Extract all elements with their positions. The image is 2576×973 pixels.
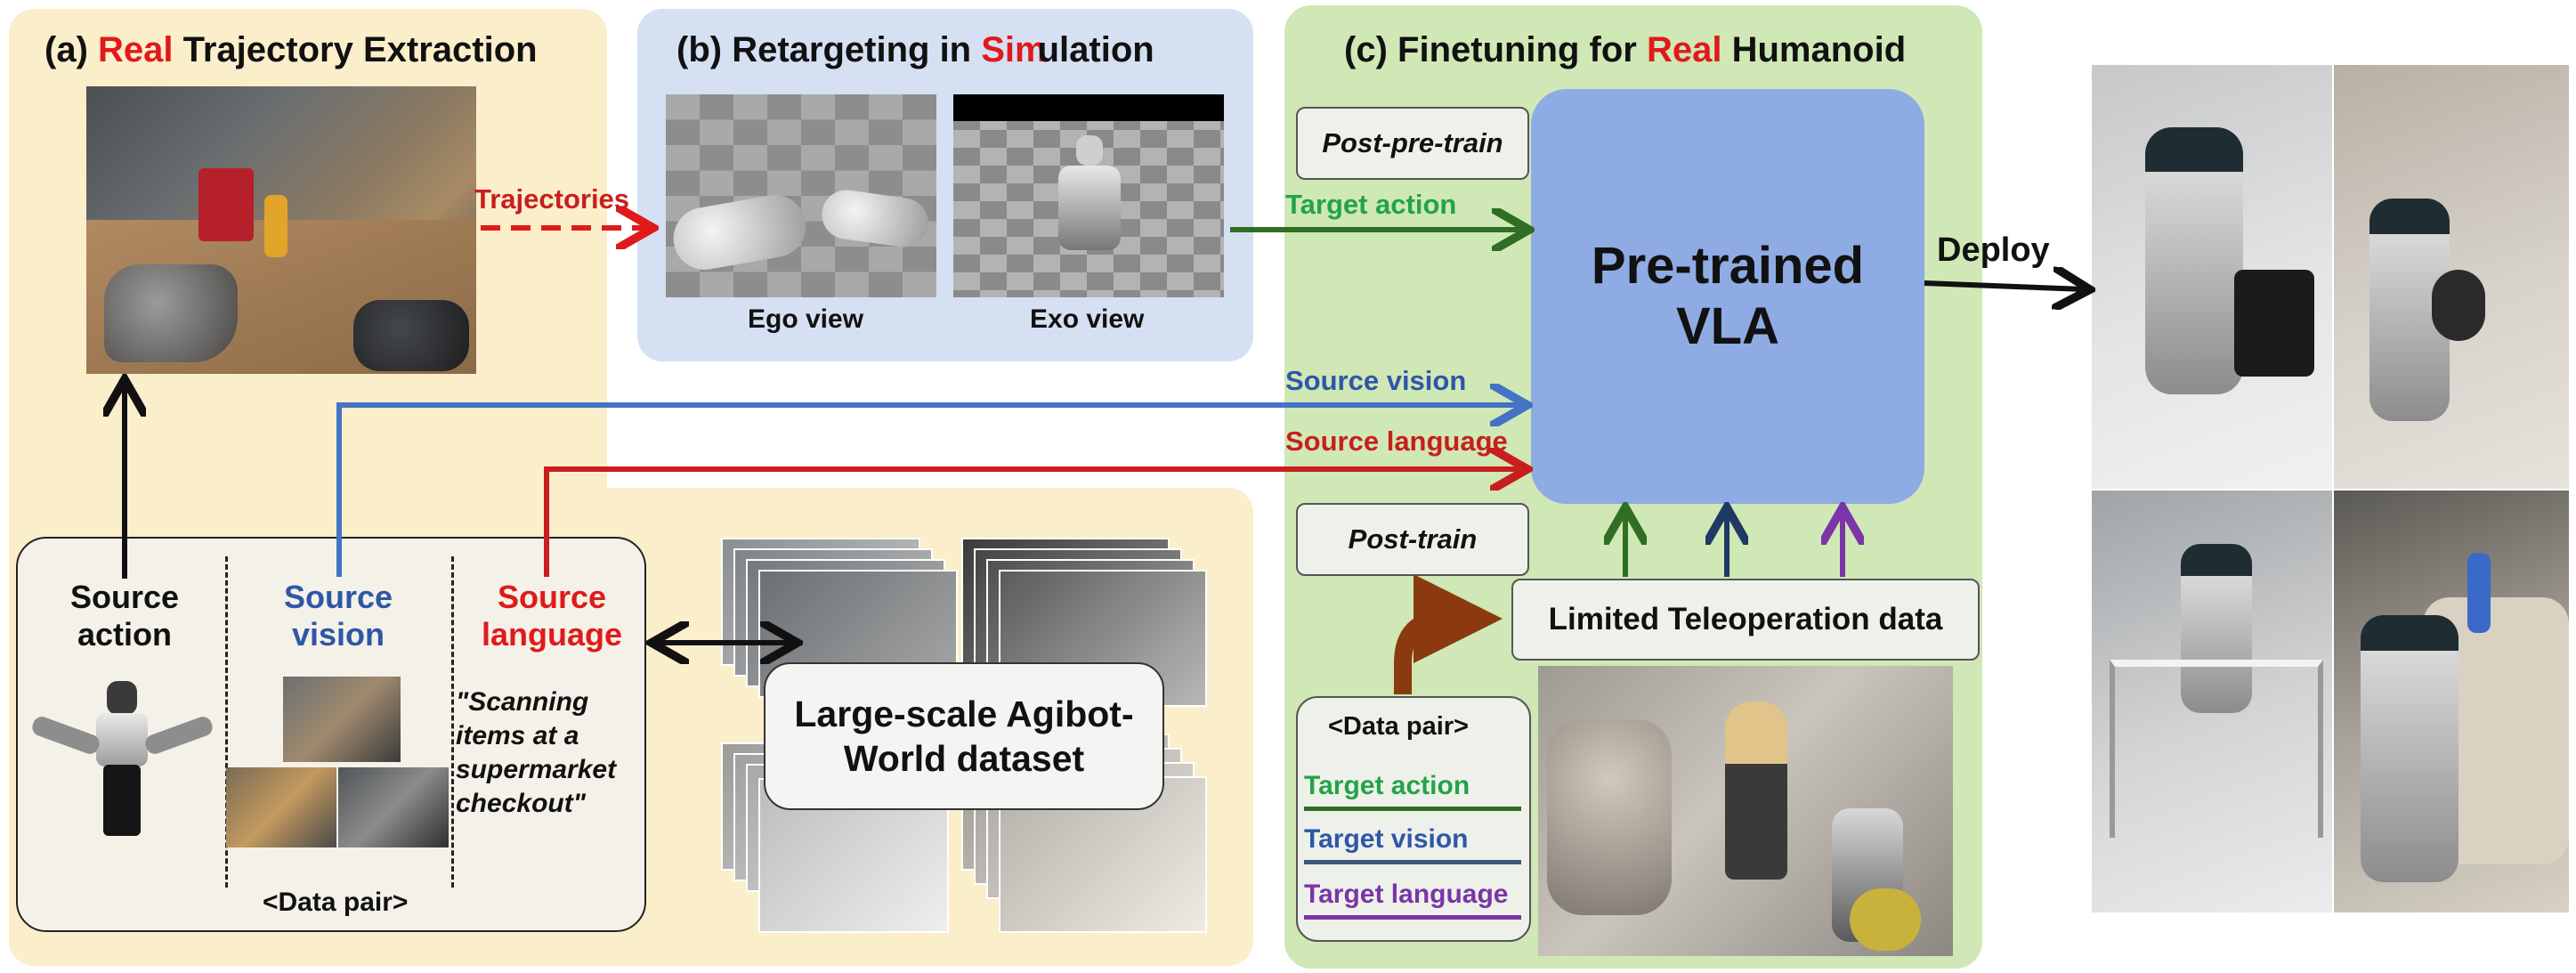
yellow-bottle — [264, 195, 288, 257]
robot-torso — [96, 713, 148, 766]
data-pair-divider-2 — [451, 556, 454, 888]
panel-a-title-highlight: Real — [98, 30, 174, 69]
target-action-arrow-label: Target action — [1285, 189, 1457, 220]
deploy-photo-bottom-right — [2334, 491, 2569, 912]
deploy-humanoid-4 — [2361, 615, 2459, 882]
panel-a-title-rest: Trajectory Extraction — [182, 30, 538, 69]
legend-target-language-line — [1304, 915, 1521, 920]
arrow-deploy — [1924, 283, 2085, 289]
source-vision-thumbnail-mid — [338, 767, 449, 847]
blue-object — [2467, 553, 2491, 633]
source-data-pair-label: <Data pair> — [263, 888, 409, 917]
legend-target-vision-line — [1304, 860, 1521, 864]
vla-title-line1: Pre-trained — [1591, 237, 1865, 295]
exo-view-label: Exo view — [1030, 304, 1145, 334]
robot-head — [107, 681, 137, 715]
panel-b-title: (b) Retargeting in Simulation — [676, 30, 1154, 70]
language-quote: "Scanning items at a supermarket checkou… — [456, 687, 617, 818]
panel-a-label: (a) — [45, 30, 88, 69]
source-vision-thumbnail-left — [226, 767, 336, 847]
plush-toy-2 — [2432, 270, 2485, 341]
source-vision-thumbnail-top — [283, 677, 401, 762]
deploy-humanoid-1 — [2145, 127, 2243, 394]
panel-b-label: (b) — [676, 30, 723, 69]
source-action-robot-illustration — [27, 681, 215, 841]
deploy-photo-top-left — [2092, 65, 2332, 489]
arrow-source-language — [544, 469, 1522, 577]
deploy-label: Deploy — [1937, 231, 2050, 269]
panel-c-label: (c) — [1344, 30, 1388, 69]
panel-c-title: (c) Finetuning for Real Humanoid — [1344, 30, 1906, 70]
vla-title-line2: VLA — [1676, 297, 1779, 355]
legend-target-action-line — [1304, 807, 1521, 811]
arrow-data-pair-to-teleop — [1394, 574, 1503, 694]
post-pre-train-box: Post-pre-train — [1296, 107, 1529, 180]
target-data-pair-label: <Data pair> — [1328, 712, 1469, 741]
robot-hand-left — [104, 264, 238, 362]
ego-view-label: Ego view — [748, 304, 864, 334]
deploy-photo-bottom-left — [2092, 491, 2332, 912]
source-vision-arrow-label: Source vision — [1285, 365, 1467, 396]
panel-a-title: (a) Real Trajectory Extraction — [45, 30, 538, 70]
teleoperation-data-label: Limited Teleoperation data — [1548, 602, 1943, 637]
post-train-box: Post-train — [1296, 503, 1529, 576]
legend-target-action: Target action — [1304, 771, 1470, 800]
trajectories-label: Trajectories — [474, 183, 630, 215]
arrow-source-vision — [336, 405, 1522, 577]
bystanders-blur — [1547, 719, 1672, 915]
robot-base — [103, 765, 141, 836]
source-language-arrow-label: Source language — [1285, 426, 1508, 457]
panel-b-title-highlight: Sim — [981, 30, 1047, 69]
teleoperation-data-box: Limited Teleoperation data — [1511, 579, 1980, 661]
teleoperation-photo — [1538, 666, 1953, 956]
legend-target-language: Target language — [1304, 880, 1509, 909]
plush-toy — [1850, 888, 1921, 951]
exo-view-sim-image — [953, 94, 1224, 297]
panel-c-title-post: Humanoid — [1731, 30, 1907, 69]
data-pair-divider-1 — [225, 556, 228, 888]
deploy-humanoid-3 — [2181, 544, 2252, 713]
target-data-pair-box — [1296, 696, 1531, 942]
dataset-label: Large-scale Agibot-World dataset — [794, 693, 1134, 779]
trash-bin — [2234, 270, 2314, 377]
operator-figure — [1725, 701, 1787, 880]
panel-c-title-highlight: Real — [1646, 30, 1722, 69]
source-action-label: Source action — [69, 579, 180, 653]
panel-b-title-pre: Retargeting in — [732, 30, 972, 69]
deploy-photo-top-right — [2334, 65, 2569, 489]
trajectory-extraction-photo — [86, 86, 476, 374]
ego-view-sim-image — [666, 94, 936, 297]
source-language-label: Source language — [481, 579, 623, 653]
red-package — [198, 168, 254, 241]
panel-b-title-post: ulation — [1037, 30, 1154, 69]
legend-target-vision: Target vision — [1304, 824, 1469, 854]
dataset-label-box: Large-scale Agibot-World dataset — [764, 662, 1164, 810]
sim-humanoid-body — [1058, 166, 1121, 250]
panel-c-title-pre: Finetuning for — [1397, 30, 1637, 69]
pre-trained-vla-box: Pre-trained VLA — [1531, 89, 1924, 504]
robot-hand-right — [353, 300, 469, 371]
desk — [2110, 660, 2323, 838]
sim-humanoid-head — [1076, 135, 1103, 166]
source-vision-label: Source vision — [283, 579, 393, 653]
